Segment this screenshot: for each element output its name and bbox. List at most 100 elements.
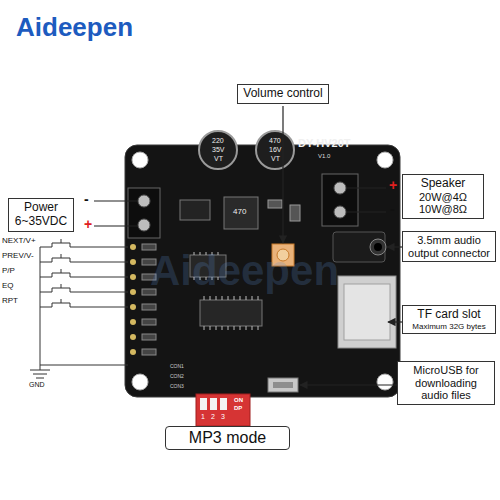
pcb-board — [125, 145, 400, 397]
mounting-hole — [132, 152, 148, 168]
board-name: DY-HV20T — [298, 138, 351, 149]
resistor — [142, 349, 156, 355]
capacitor-marking: 35V — [212, 146, 224, 153]
resistor — [142, 304, 156, 310]
callout-text: Speaker — [406, 177, 480, 191]
switch-number: 3 — [221, 413, 225, 420]
capacitor — [256, 131, 294, 169]
callout-box: Power 6~35VDC — [8, 198, 74, 232]
capacitor-marking: VT — [214, 155, 223, 162]
callout-text: MicroUSB for downloading audio files — [401, 364, 491, 402]
callout-text: MP3 mode — [169, 429, 286, 447]
micro-usb-port — [268, 378, 298, 392]
watermark: Aideepen — [150, 250, 339, 292]
capacitor-marking: 470 — [269, 137, 281, 144]
leader-line — [346, 211, 386, 212]
terminal-screw — [334, 182, 346, 194]
smd-component — [268, 200, 282, 208]
signal-name: P/P — [2, 267, 15, 275]
header-pin — [130, 274, 136, 280]
header-pins — [130, 244, 136, 355]
polarity-mark: - — [84, 192, 89, 206]
mode-caption-box: MP3 mode — [165, 426, 290, 450]
callout-box: 3.5mm audio output connector — [402, 231, 496, 262]
callout-box: Speaker20W@4Ω 10W@8Ω — [402, 174, 484, 219]
dip-lever — [200, 398, 207, 410]
tf-card-slot — [338, 276, 396, 348]
push-button-symbol — [40, 269, 128, 277]
ic-chip — [200, 300, 262, 326]
signal-name: NEXT/V+ — [2, 237, 36, 245]
header-pin — [130, 304, 136, 310]
header-pin — [130, 334, 136, 340]
inductor-marking: 470 — [233, 208, 246, 216]
connector-label: CON3 — [170, 384, 184, 389]
callout-text: Power 6~35VDC — [12, 201, 70, 229]
header-pin — [130, 349, 136, 355]
capacitor-marking: VT — [271, 155, 280, 162]
callout-text: Volume control — [241, 87, 325, 101]
callout-text: TF card slot — [406, 308, 492, 322]
terminal-screw — [334, 206, 346, 218]
capacitor-marking: 220 — [212, 137, 224, 144]
polarity-mark: - — [390, 202, 395, 216]
usb-opening — [273, 382, 293, 388]
header-pin — [130, 289, 136, 295]
terminal-screw — [138, 195, 150, 207]
push-button-symbol — [40, 284, 128, 292]
leader-line — [300, 384, 397, 385]
ground-label: GND — [29, 381, 45, 388]
callout-detail: Maximum 32G bytes — [406, 322, 492, 331]
switch-number: 1 — [201, 413, 205, 420]
signal-name: RPT — [2, 297, 18, 305]
mounting-hole — [132, 374, 148, 390]
speaker-terminal — [322, 174, 358, 226]
ic-pins — [204, 296, 258, 330]
dip-lever — [210, 398, 217, 410]
terminal-screw — [138, 219, 150, 231]
ground-wire — [40, 365, 128, 366]
callout-box: Volume control — [237, 84, 329, 104]
resistor — [142, 319, 156, 325]
regulator-chip — [180, 200, 210, 220]
polarity-mark: + — [389, 178, 397, 192]
header-pin — [130, 244, 136, 250]
ground-wire — [40, 247, 41, 370]
switch-label: ON — [234, 397, 243, 403]
capacitor-marking: 16V — [269, 146, 281, 153]
push-button-symbol — [40, 299, 128, 307]
button-wiring — [30, 239, 128, 378]
dip-switch — [196, 394, 250, 426]
ground-symbol — [30, 370, 50, 378]
connector-label: CON1 — [170, 364, 184, 369]
callout-text: 3.5mm audio output connector — [406, 234, 492, 259]
inductor — [224, 197, 258, 229]
leader-line — [94, 200, 138, 201]
audio-jack — [333, 232, 385, 262]
resistor — [142, 334, 156, 340]
connector-label: CON2 — [170, 374, 184, 379]
callout-box: MicroUSB for downloading audio files — [397, 361, 495, 405]
push-button-symbol — [40, 239, 128, 247]
leader-line — [282, 106, 283, 243]
brand-logo: Aideepen — [16, 14, 133, 40]
switch-label: DP — [234, 405, 242, 411]
power-terminal — [128, 188, 160, 238]
header-pin — [130, 259, 136, 265]
smd-component — [290, 205, 300, 221]
switch-number: 2 — [211, 413, 215, 420]
leader-line — [94, 225, 138, 226]
capacitor — [199, 131, 237, 169]
jack-opening — [370, 239, 386, 255]
slot-inner — [344, 284, 390, 340]
push-button-symbol — [40, 254, 128, 262]
mounting-hole — [377, 374, 393, 390]
leader-line — [388, 321, 402, 322]
mounting-hole — [377, 152, 393, 168]
signal-name: PREV/V- — [2, 252, 34, 260]
leader-line — [387, 246, 402, 247]
signal-name: EQ — [2, 282, 14, 290]
callout-box: TF card slotMaximum 32G bytes — [402, 305, 496, 334]
leader-line — [346, 187, 386, 188]
